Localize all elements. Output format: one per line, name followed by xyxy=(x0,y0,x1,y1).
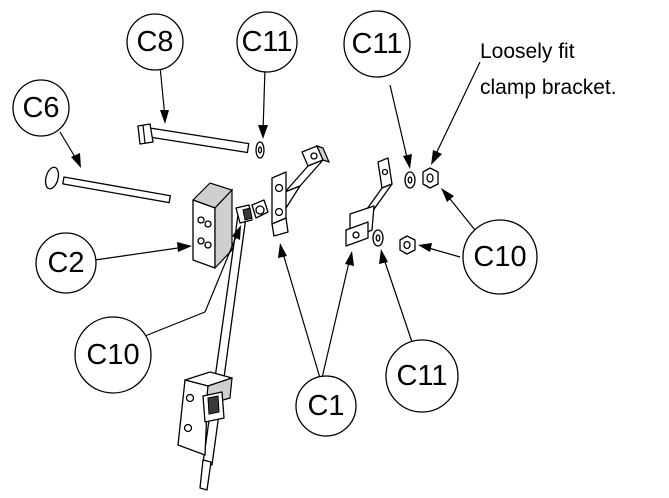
callout-c11-top-right: C11 xyxy=(343,10,411,78)
callout-c6: C6 xyxy=(12,79,70,137)
callout-c11-bottom-label: C11 xyxy=(396,360,447,392)
clamp-bracket-left xyxy=(271,145,331,237)
callout-c10-left-label: C10 xyxy=(86,339,139,371)
callout-c6-label: C6 xyxy=(22,92,59,124)
callout-c8-label: C8 xyxy=(136,26,173,58)
note-line-2: clamp bracket. xyxy=(480,76,617,99)
callout-c1-label: C1 xyxy=(307,390,344,422)
bolt-c6 xyxy=(44,166,172,204)
plate-c2 xyxy=(191,182,234,270)
callout-c10-right: C10 xyxy=(462,219,538,295)
note-line-1: Loosely fit xyxy=(480,40,575,63)
nut-c10-bottom xyxy=(399,235,416,255)
nut-c10-top xyxy=(422,167,439,189)
washer-c11-right-bottom xyxy=(372,229,384,247)
callout-c10-right-label: C10 xyxy=(473,241,526,273)
callout-c11-top-right-label: C11 xyxy=(351,28,402,60)
callout-c11-top-left-label: C11 xyxy=(241,26,292,58)
callout-c1: C1 xyxy=(295,375,357,437)
washer-c11-right-top xyxy=(404,171,416,189)
callout-c2-label: C2 xyxy=(47,247,84,279)
callout-c2: C2 xyxy=(35,232,97,294)
bolt-c8 xyxy=(137,123,250,154)
callout-c10-left: C10 xyxy=(74,316,152,394)
callout-c11-bottom: C11 xyxy=(385,339,459,413)
clamp-bracket-right xyxy=(345,157,393,247)
washer-c11-left xyxy=(255,141,265,159)
callout-c8: C8 xyxy=(126,13,184,71)
bottom-bracket xyxy=(177,371,233,491)
callout-c11-top-left: C11 xyxy=(236,11,298,73)
